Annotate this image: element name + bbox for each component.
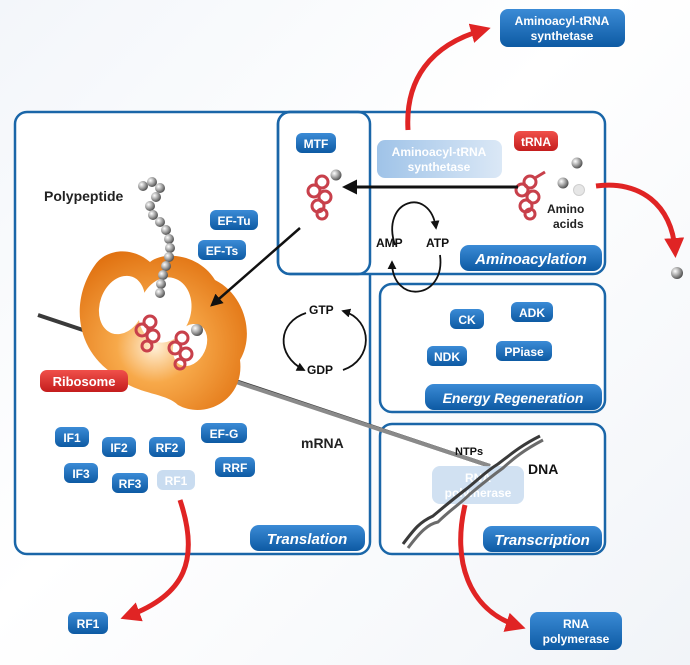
atp-amp-arrow-bottom [387, 254, 442, 293]
translation-title: Translation [267, 531, 348, 548]
factor-rf3: RF3 [112, 473, 148, 493]
enzyme-ppiase: PPiase [496, 341, 552, 361]
amino-acid-1 [571, 157, 583, 169]
amino-acid-2 [557, 177, 569, 189]
mrna-label: mRNA [301, 435, 344, 451]
rf1-out-arrow [120, 499, 191, 622]
svg-text:CK: CK [458, 313, 476, 327]
aminoacylation-tab: Aminoacylation [460, 245, 602, 271]
gtp-to-gdp-arrow [282, 312, 307, 371]
factor-ef-ts: EF-Ts [198, 240, 246, 260]
svg-text:Aminoacyl-tRNA: Aminoacyl-tRNA [392, 145, 487, 159]
aminoacylation-box [276, 110, 607, 276]
removed-rna-polymerase-badge: RNA polymerase [530, 612, 622, 650]
synthetase-inner-badge: Aminoacyl-tRNA synthetase [377, 140, 502, 178]
free-trna [514, 170, 546, 221]
transcription-title: Transcription [494, 532, 590, 549]
gtp-label: GTP [309, 303, 334, 317]
amino-acid-3 [573, 184, 585, 196]
translation-tab: Translation [250, 525, 365, 551]
rna-polymerase-inner-badge: RNA polymerase [432, 466, 524, 504]
amp-label: AMP [376, 236, 403, 250]
ribosome-trna-2 [167, 330, 194, 371]
svg-text:NDK: NDK [434, 350, 460, 364]
ribosome-label: Ribosome [53, 374, 116, 389]
mtf-amino-acid [330, 169, 342, 181]
svg-text:IF2: IF2 [110, 441, 128, 455]
svg-text:RF3: RF3 [119, 477, 142, 491]
mtf-badge: MTF [296, 133, 336, 153]
factor-rrf: RRF [215, 457, 255, 477]
polypeptide-chain [138, 177, 175, 298]
svg-text:ADK: ADK [519, 306, 545, 320]
svg-text:synthetase: synthetase [531, 29, 594, 43]
enzyme-adk: ADK [511, 302, 553, 322]
ribosome-trna-1 [134, 314, 161, 353]
factor-rf1-faded: RF1 [157, 470, 195, 490]
atp-amp-arrow-top [391, 201, 440, 246]
polypeptide-label: Polypeptide [44, 188, 124, 204]
svg-text:Aminoacyl-tRNA: Aminoacyl-tRNA [515, 14, 610, 28]
svg-text:RF1: RF1 [77, 617, 100, 631]
svg-text:synthetase: synthetase [408, 160, 471, 174]
energy-regeneration-title: Energy Regeneration [443, 390, 584, 406]
ntps-label: NTPs [455, 446, 483, 458]
svg-text:RNA: RNA [563, 617, 589, 631]
svg-text:IF1: IF1 [63, 431, 81, 445]
trna-label: tRNA [521, 135, 551, 149]
factor-if2: IF2 [102, 437, 136, 457]
factor-if3: IF3 [64, 463, 98, 483]
ribosome-amino-acid [191, 324, 203, 336]
mrna-strand-faded [199, 368, 491, 468]
mtf-trna [306, 174, 333, 221]
factor-ef-g: EF-G [201, 423, 247, 443]
svg-text:PPiase: PPiase [504, 345, 544, 359]
svg-text:polymerase: polymerase [543, 632, 610, 646]
enzyme-ck: CK [450, 309, 484, 329]
ribosome-badge: Ribosome [40, 370, 128, 392]
mtf-label: MTF [304, 137, 329, 151]
trna-badge: tRNA [514, 131, 558, 151]
gdp-to-gtp-arrow [341, 308, 367, 371]
rna-polymerase-out-arrow [458, 504, 526, 632]
amino-acid-out-arrow [595, 182, 685, 258]
svg-text:RF1: RF1 [165, 474, 188, 488]
svg-text:IF3: IF3 [72, 467, 90, 481]
factor-rf2: RF2 [149, 437, 185, 457]
trna-delivery-arrow [210, 227, 301, 307]
removed-amino-acid [671, 267, 683, 279]
svg-text:EF-Tu: EF-Tu [217, 214, 250, 228]
energy-regeneration-tab: Energy Regeneration [425, 384, 602, 410]
transcription-tab: Transcription [483, 526, 602, 552]
removed-rf1-badge: RF1 [68, 612, 108, 634]
enzyme-ndk: NDK [427, 346, 467, 366]
svg-text:polymerase: polymerase [445, 486, 512, 500]
aminoacylation-title: Aminoacylation [474, 251, 587, 268]
dna-helix [401, 434, 544, 549]
svg-text:EF-G: EF-G [210, 427, 239, 441]
svg-text:RF2: RF2 [156, 441, 179, 455]
amino-acids-label-line2: acids [553, 217, 584, 231]
dna-label: DNA [528, 461, 558, 477]
factor-ef-tu: EF-Tu [210, 210, 258, 230]
gdp-label: GDP [307, 363, 333, 377]
factor-if1: IF1 [55, 427, 89, 447]
svg-text:EF-Ts: EF-Ts [206, 244, 239, 258]
synthetase-out-arrow [405, 23, 491, 131]
svg-text:RRF: RRF [223, 461, 248, 475]
amino-acids-label-line1: Amino [547, 202, 584, 216]
removed-synthetase-badge: Aminoacyl-tRNA synthetase [500, 9, 625, 47]
atp-label: ATP [426, 236, 449, 250]
